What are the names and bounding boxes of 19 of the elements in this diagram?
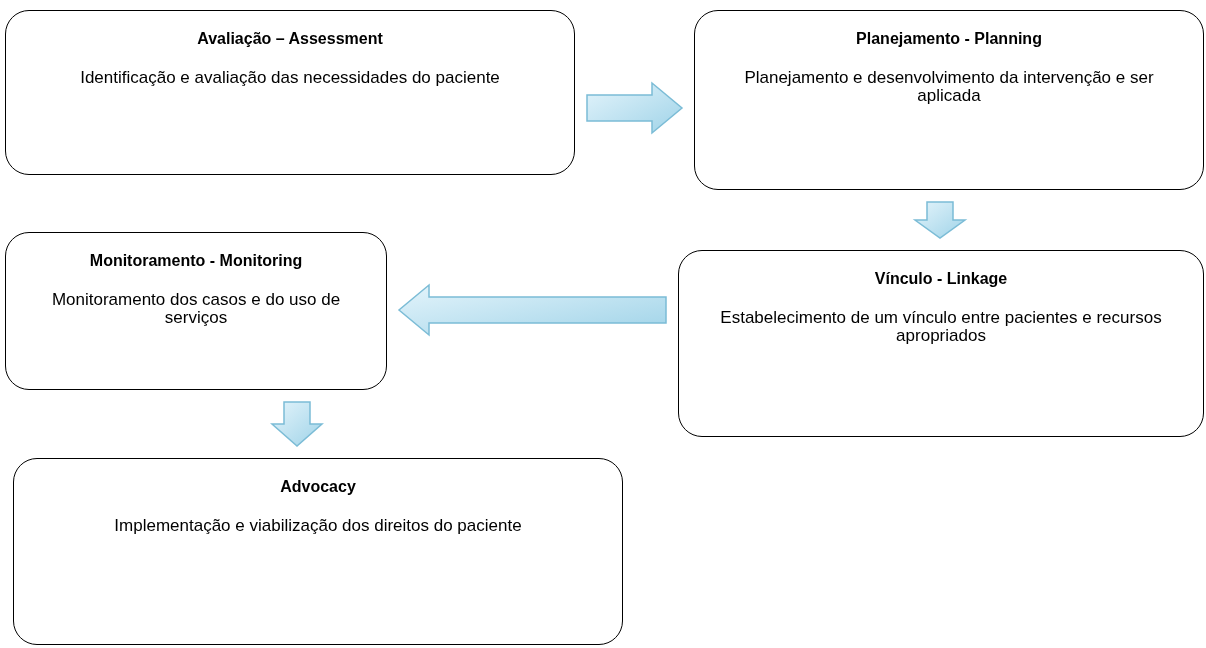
box-description: Monitoramento dos casos e do uso de serviços (50, 291, 342, 327)
process-box (5, 232, 387, 390)
process-box (5, 10, 575, 175)
box-heading: Monitoramento - Monitoring (89, 251, 303, 271)
process-box (13, 458, 623, 645)
block-arrow (270, 401, 324, 447)
box-description: Identificação e avaliação das necessidades do paciente (80, 69, 500, 87)
block-arrow (912, 201, 968, 239)
box-description: Planejamento e desenvolvimento da intervenção e ser aplicada (743, 69, 1155, 105)
box-heading: Vínculo - Linkage (874, 269, 1008, 289)
box-description: Estabelecimento de um vínculo entre pacientes e recursos apropriados (719, 309, 1163, 345)
block-arrow (586, 81, 684, 135)
box-heading: Advocacy (280, 477, 356, 497)
process-box (678, 250, 1204, 437)
process-box (694, 10, 1204, 190)
box-heading: Planejamento - Planning (856, 29, 1042, 49)
box-heading: Avaliação – Assessment (197, 29, 383, 49)
box-description: Implementação e viabilização dos direitos do paciente (114, 517, 522, 535)
block-arrow (397, 283, 667, 337)
